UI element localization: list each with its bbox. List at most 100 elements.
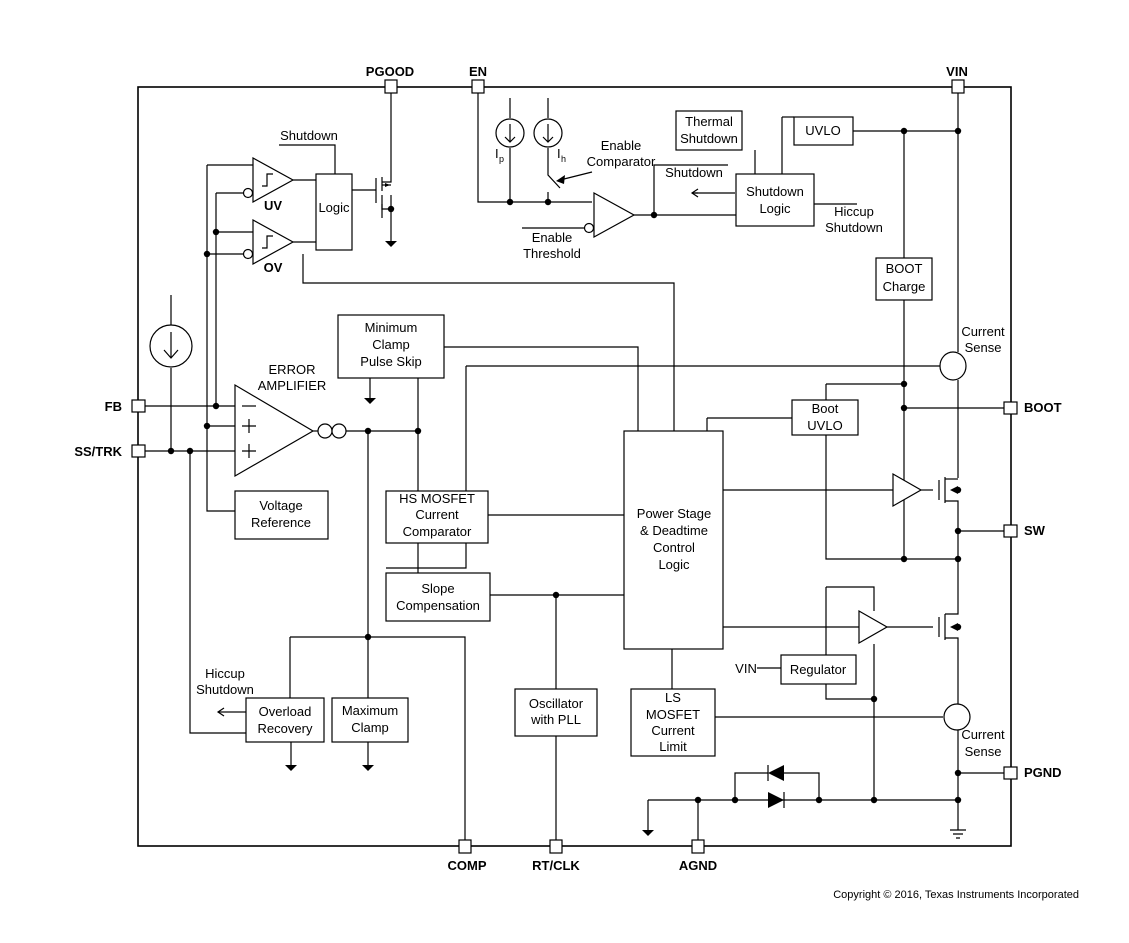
- ls-limit-label-3: Current: [651, 723, 695, 738]
- shutdown-logic-label-1: Shutdown: [746, 184, 804, 199]
- boot-charge-label-2: Charge: [883, 279, 926, 294]
- slope-compensation-block: [385, 572, 491, 622]
- junctions: [167, 127, 962, 804]
- pin-label-sstrk: SS/TRK: [74, 444, 122, 459]
- ls-limit-label-2: MOSFET: [646, 707, 700, 722]
- pin-label-rtclk: RT/CLK: [532, 858, 580, 873]
- power-stage-label-3: Control: [653, 540, 695, 555]
- max-clamp-label-2: Clamp: [351, 720, 389, 735]
- boot-uvlo-label-1: Boot: [812, 401, 839, 416]
- uv-comparator-icon: [252, 156, 295, 204]
- ls-current-limit-block: [630, 688, 716, 757]
- current-sense-top-label-1: Current: [961, 324, 1005, 339]
- pin-label-sw: SW: [1024, 523, 1046, 538]
- boot-uvlo-label-2: UVLO: [807, 418, 842, 433]
- ls-limit-label-1: LS: [665, 690, 681, 705]
- pin-sw: [1003, 524, 1018, 538]
- boot-charge-block: [875, 257, 933, 301]
- hs-comp-label-2: Current: [415, 507, 459, 522]
- amplifiers: [234, 156, 958, 645]
- pin-vin: [951, 79, 965, 94]
- pin-labels: PGOOD EN VIN FB SS/TRK BOOT SW PGND COMP…: [74, 64, 1061, 873]
- error-amplifier-icon: [234, 383, 315, 478]
- ls-limit-label-4: Limit: [659, 739, 687, 754]
- logic-block: [315, 173, 353, 251]
- min-clamp-label-2: Clamp: [372, 337, 410, 352]
- current-sense-bottom-icon: [943, 703, 971, 731]
- current-sense-bottom-label-1: Current: [961, 727, 1005, 742]
- min-clamp-label-1: Minimum: [365, 320, 418, 335]
- shutdown-logic-block: [735, 173, 815, 227]
- pin-label-comp: COMP: [448, 858, 487, 873]
- slope-label-1: Slope: [421, 581, 454, 596]
- ov-label: OV: [264, 260, 283, 275]
- ground-arrows: [285, 241, 966, 839]
- uv-label: UV: [264, 198, 282, 213]
- vin-reg-label: VIN: [735, 661, 757, 676]
- voltage-ref-label-2: Reference: [251, 515, 311, 530]
- copyright-text: Copyright © 2016, Texas Instruments Inco…: [833, 889, 1079, 901]
- enable-threshold-label-1: Enable: [532, 230, 572, 245]
- current-sources: [149, 118, 593, 368]
- pin-comp: [458, 839, 472, 854]
- max-clamp-block: [331, 697, 409, 743]
- logic-label: Logic: [318, 200, 350, 215]
- hiccup-out-label-2: Shutdown: [196, 682, 254, 697]
- regulator-block: [780, 654, 857, 685]
- pin-label-agnd: AGND: [679, 858, 717, 873]
- max-clamp-label-1: Maximum: [342, 703, 398, 718]
- hiccup-in-label-1: Hiccup: [834, 204, 874, 219]
- thermal-label-2: Shutdown: [680, 131, 738, 146]
- overload-label-2: Recovery: [258, 721, 313, 736]
- uvlo-label: UVLO: [805, 123, 840, 138]
- voltage-reference-block: [234, 490, 329, 540]
- error-amp-label-2: AMPLIFIER: [258, 378, 327, 393]
- enable-comparator-icon: [593, 191, 636, 239]
- diode-bottom-icon: [768, 792, 784, 808]
- pin-en: [471, 79, 485, 94]
- enable-comparator-label-1: Enable: [601, 138, 641, 153]
- pin-pgnd: [1003, 766, 1018, 780]
- slope-label-2: Compensation: [396, 598, 480, 613]
- hiccup-in-label-2: Shutdown: [825, 220, 883, 235]
- free-labels: Shutdown UV OV I p I h Enable Comparator…: [196, 128, 1079, 901]
- min-clamp-label-3: Pulse Skip: [360, 354, 421, 369]
- hs-comp-label-3: Comparator: [403, 524, 472, 539]
- current-sense-top-label-2: Sense: [965, 340, 1002, 355]
- overload-label-1: Overload: [259, 704, 312, 719]
- power-stage-label-4: Logic: [658, 557, 690, 572]
- pin-sstrk: [131, 444, 146, 458]
- pins: [131, 79, 1018, 854]
- pin-label-pgood: PGOOD: [366, 64, 414, 79]
- enable-threshold-label-2: Threshold: [523, 246, 581, 261]
- regulator-label: Regulator: [790, 662, 847, 677]
- pin-label-boot: BOOT: [1024, 400, 1062, 415]
- pin-label-vin: VIN: [946, 64, 968, 79]
- overload-recovery-block: [245, 697, 325, 743]
- pin-label-en: EN: [469, 64, 487, 79]
- hs-comparator-block: [385, 490, 489, 544]
- boot-uvlo-block: [791, 399, 859, 436]
- pin-label-pgnd: PGND: [1024, 765, 1062, 780]
- hiccup-out-label-1: Hiccup: [205, 666, 245, 681]
- uvlo-block: [793, 116, 854, 146]
- boot-charge-label-1: BOOT: [886, 261, 923, 276]
- shutdown-arrow-label: Shutdown: [665, 165, 723, 180]
- ip-label: I: [495, 146, 499, 161]
- thermal-label-1: Thermal: [685, 114, 733, 129]
- voltage-ref-label-1: Voltage: [259, 498, 302, 513]
- pin-pgood: [384, 79, 398, 94]
- ls-driver-icon: [858, 609, 889, 645]
- power-stage-label-2: & Deadtime: [640, 523, 708, 538]
- enable-comparator-label-2: Comparator: [587, 154, 656, 169]
- power-stage-label-1: Power Stage: [637, 506, 711, 521]
- shutdown-top-label: Shutdown: [280, 128, 338, 143]
- pin-fb: [131, 399, 146, 413]
- diode-top-icon: [768, 765, 784, 781]
- thermal-shutdown-block: [675, 110, 743, 151]
- chip-boundary: [137, 86, 1012, 847]
- ov-comparator-icon: [252, 218, 295, 266]
- oscillator-block: [514, 688, 598, 737]
- pin-boot: [1003, 401, 1018, 415]
